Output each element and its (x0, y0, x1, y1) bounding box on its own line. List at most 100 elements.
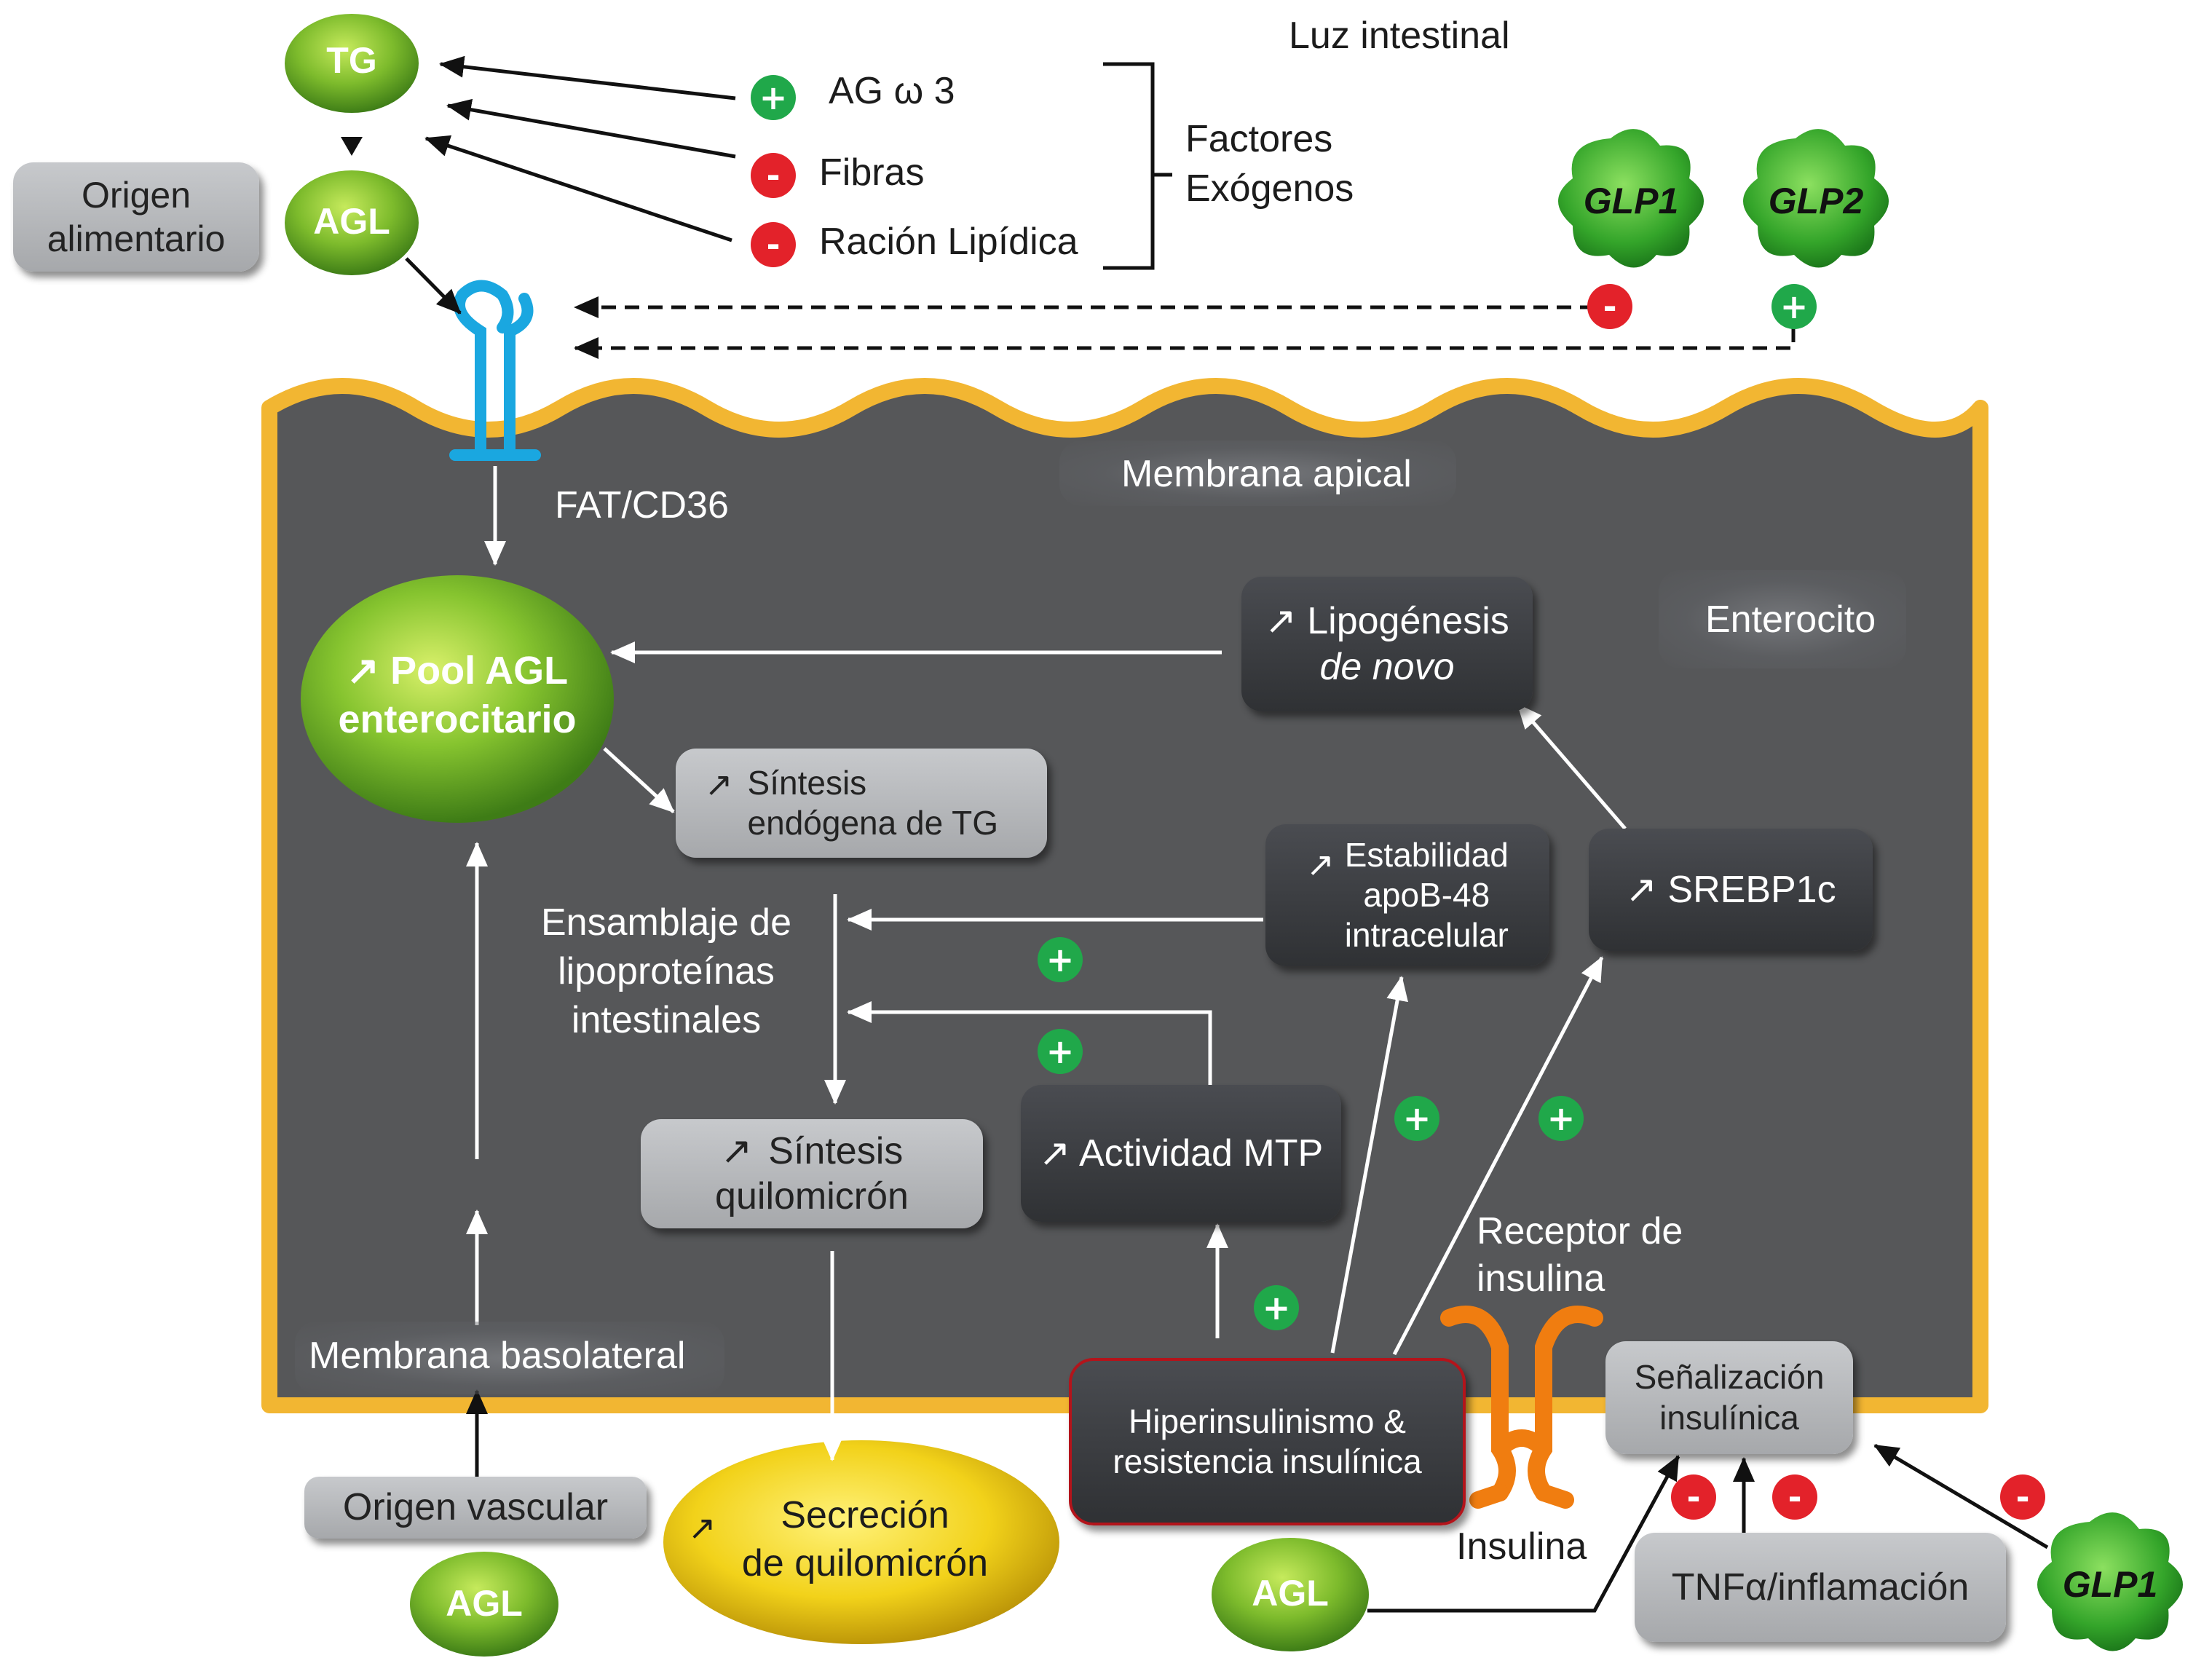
origin-food-line1: Origen (81, 175, 191, 216)
hyper-line1: Hiperinsulinismo & (1129, 1402, 1406, 1440)
agw3-plus-badge: + (751, 75, 796, 120)
mtp-assembly-plus-badge: + (1038, 1029, 1083, 1074)
srebp-label: ↗ SREBP1c (1625, 868, 1836, 911)
arrow-racion-to-tg (424, 135, 732, 242)
arrow-hyper-to-srebp (1392, 956, 1604, 1356)
arrow-mtp-to-assembly (847, 1001, 1212, 1089)
racion-minus-badge: - (751, 222, 796, 267)
glp1-bottom-label: GLP1 (2062, 1564, 2158, 1605)
tg-synthesis-line2: endógena de TG (747, 804, 998, 842)
insulin-receptor-icon (1440, 1306, 1603, 1509)
agl-vascular-label: AGL (446, 1583, 523, 1624)
glp1-top-shape (1558, 129, 1704, 268)
enterocyte-label-glow (1659, 570, 1906, 668)
mtp-label: ↗ Actividad MTP (1038, 1132, 1324, 1174)
arrow-glp2-dashed (574, 328, 1796, 359)
apob-arrow-icon: ↗ (1306, 845, 1335, 883)
hyper-line2: resistencia insulínica (1113, 1442, 1422, 1480)
glp2-top-plus-badge: + (1771, 284, 1817, 329)
hyperinsulinism-box: Hiperinsulinismo & resistencia insulínic… (1069, 1358, 1466, 1525)
agl-top-node-shape (285, 170, 419, 275)
assembly-line1: Ensamblaje de (541, 901, 791, 944)
agl-bottom-node-shape (1212, 1538, 1369, 1651)
apob-line3: intracelular (1344, 916, 1509, 955)
tg-synthesis-arrow-icon: ↗ (705, 765, 733, 803)
tnf-label: TNFα/inflamación (1671, 1566, 1970, 1608)
basolateral-label-glow (295, 1322, 724, 1394)
arrow-glp1-to-signal (1873, 1443, 2049, 1549)
arrow-agw3-to-tg (439, 55, 736, 100)
secretion-arrow-icon: ↗ (688, 1509, 716, 1547)
arrow-agl-to-transporter (405, 257, 462, 315)
pool-label-line1: ↗ Pool AGL (346, 649, 569, 692)
arrow-fibras-to-tg (446, 98, 736, 159)
arrow-pool-to-tgsynthesis (603, 747, 675, 813)
tg-node-shape (285, 14, 419, 113)
secretion-line2: de quilomicrón (741, 1542, 989, 1584)
apob-box: ↗ Estabilidad apoB-48 intracelular (1265, 824, 1549, 966)
signal-line1: Señalización (1634, 1358, 1825, 1397)
signal-line2: insulínica (1659, 1398, 1799, 1437)
lipogenesis-line1: ↗ Lipogénesis (1265, 600, 1509, 643)
receptor-label-line2: insulina (1477, 1258, 1605, 1300)
hyper-mtp-plus-badge: + (1254, 1285, 1299, 1330)
apob-line1: Estabilidad (1344, 835, 1509, 874)
insulin-label: Insulina (1456, 1525, 1587, 1568)
transporter-label: FAT/CD36 (555, 484, 729, 526)
enterocyte-label: Enterocito (1705, 599, 1876, 641)
pool-node-shape (301, 575, 614, 823)
agl-bottom-label: AGL (1252, 1573, 1329, 1614)
apob-line2: apoB-48 (1363, 875, 1490, 914)
chylo-arrow-icon: ↗ (720, 1129, 753, 1172)
tg-synthesis-box: ↗ Síntesis endógena de TG (676, 749, 1047, 858)
pool-label-line2: enterocitario (338, 698, 577, 741)
chylo-line1: Síntesis (768, 1129, 904, 1172)
origin-vascular-box: Origen vascular (304, 1477, 647, 1539)
chylo-line2: quilomicrón (715, 1175, 909, 1217)
insulin-signaling-box: Señalización insulínica (1605, 1341, 1853, 1454)
hyper-apob-plus-badge: + (1394, 1096, 1439, 1141)
secretion-node-shape (663, 1440, 1059, 1644)
arrow-hyper-to-apob (1330, 976, 1408, 1354)
tg-synthesis-line1: Síntesis (747, 763, 867, 802)
racion-label: Ración Lipídica (819, 221, 1078, 263)
origin-vascular-label: Origen vascular (342, 1486, 609, 1529)
mtp-box: ↗ Actividad MTP (1021, 1085, 1341, 1222)
fat-cd36-transporter-icon (449, 280, 541, 461)
srebp-box: ↗ SREBP1c (1589, 829, 1873, 951)
origin-food-box: Origen alimentario (13, 162, 259, 272)
arrow-agl-to-signal (1367, 1455, 1680, 1613)
lipogenesis-box: ↗ Lipogénesis de novo (1241, 577, 1533, 711)
glp1-top-minus-badge: - (1587, 284, 1632, 329)
assembly-line2: lipoproteínas (558, 950, 775, 992)
receptor-label-line1: Receptor de (1477, 1210, 1683, 1252)
glp1-top-label: GLP1 (1583, 181, 1679, 221)
factors-label-line1: Factores (1185, 118, 1333, 160)
secretion-line1: Secreción (781, 1494, 949, 1536)
glp1-bottom-shape (2037, 1512, 2183, 1651)
tnf-box: TNFα/inflamación (1635, 1533, 2006, 1642)
fibras-label: Fibras (819, 151, 925, 194)
glp2-top-shape (1743, 129, 1889, 268)
agl-signal-minus-badge: - (1671, 1474, 1716, 1520)
tnf-signal-minus-badge: - (1772, 1474, 1817, 1520)
basolateral-membrane-label: Membrana basolateral (309, 1335, 686, 1377)
apob-assembly-plus-badge: + (1038, 937, 1083, 982)
apical-label-glow (1059, 441, 1456, 506)
chylo-synthesis-box: ↗ Síntesis quilomicrón (641, 1119, 983, 1228)
origin-food-line2: alimentario (47, 218, 226, 259)
lipogenesis-line2: de novo (1319, 645, 1455, 688)
factors-bracket (1103, 62, 1172, 270)
arrow-tg-to-agl (341, 137, 363, 156)
agl-top-label: AGL (313, 201, 390, 242)
lumen-label: Luz intestinal (1289, 15, 1510, 57)
glp1-signal-minus-badge: - (2000, 1474, 2045, 1520)
hyper-srebp-plus-badge: + (1538, 1096, 1584, 1141)
fibras-minus-badge: - (751, 153, 796, 198)
apical-membrane-label: Membrana apical (1121, 453, 1412, 495)
agl-vascular-node-shape (410, 1552, 558, 1657)
arrow-srebp-to-lipogenesis (1517, 703, 1627, 830)
factors-label-line2: Exógenos (1185, 167, 1354, 210)
agw3-label: AG ω 3 (829, 70, 955, 112)
